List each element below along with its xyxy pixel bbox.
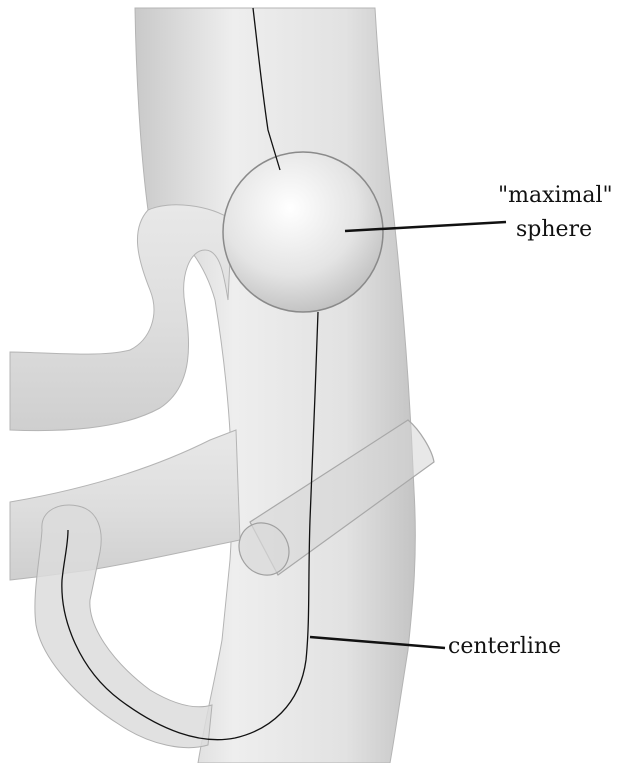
sphere-label-line2: sphere <box>516 217 592 243</box>
upper-branch <box>10 205 232 431</box>
centerline-label: centerline <box>448 634 561 660</box>
maximal-sphere <box>223 152 383 312</box>
sphere-label-line1: "maximal" <box>498 183 613 209</box>
